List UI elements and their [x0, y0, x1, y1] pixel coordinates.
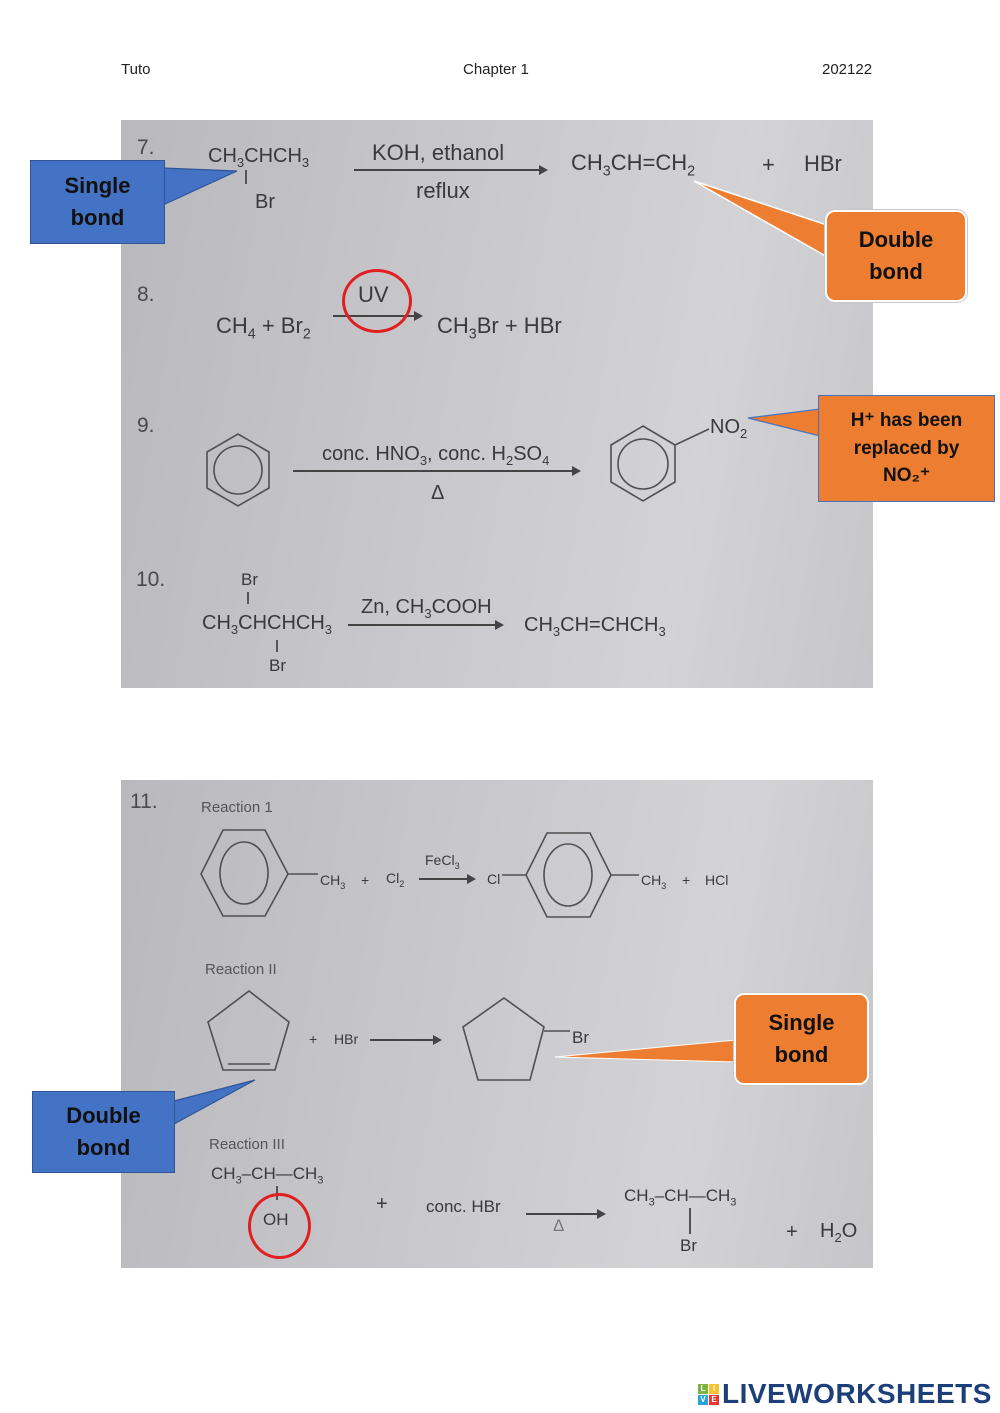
- callout-line: bond: [774, 1042, 829, 1067]
- r2-arrow: [370, 1035, 442, 1045]
- q7-reactant-sub: Br: [255, 191, 275, 213]
- r3-condition: Δ: [553, 1216, 565, 1235]
- question-number-11: 11.: [130, 790, 158, 813]
- reaction-3-label: Reaction III: [209, 1136, 285, 1153]
- reaction-1-label: Reaction 1: [201, 799, 273, 816]
- q9-reagent-bottom: Δ: [431, 482, 445, 504]
- highlight-circle-uv: [342, 269, 412, 333]
- r3-product-br: Br: [680, 1236, 697, 1255]
- callout-line: bond: [70, 205, 125, 230]
- header-right: 202122: [822, 61, 873, 78]
- logo-tile: L: [698, 1383, 708, 1394]
- q10-reactant: CH3CHCHCH3: [202, 612, 333, 637]
- q7-byproduct: HBr: [804, 151, 842, 176]
- logo-tile: E: [709, 1394, 719, 1405]
- r1-plus-1: +: [361, 872, 370, 888]
- highlight-circle-oh: [248, 1193, 311, 1259]
- callout-line: Single: [768, 1010, 835, 1036]
- r1-product-ch3: CH3: [641, 872, 667, 891]
- r3-plus: +: [376, 1193, 388, 1215]
- r3-product: CH3–CH—CH3: [624, 1186, 737, 1209]
- reaction-2-label: Reaction II: [205, 961, 277, 978]
- liveworksheets-logo[interactable]: L I V E LIVEWORKSHEETS: [698, 1378, 992, 1410]
- q10-bond-bottom: [276, 640, 278, 652]
- r2-reagent: HBr: [334, 1031, 359, 1047]
- q7-bond-line: [245, 170, 247, 184]
- logo-tiles-icon: L I V E: [698, 1383, 719, 1405]
- callout-line: H⁺ has been: [850, 410, 963, 432]
- question-number-9: 9.: [137, 414, 155, 437]
- reaction-photo-1: [121, 120, 873, 688]
- q7-reactant: CH3CHCH3: [208, 145, 310, 170]
- r3-reactant: CH3–CH—CH3: [211, 1164, 324, 1187]
- r1-arrow: [419, 874, 476, 884]
- q7-reagent-bottom: reflux: [416, 178, 470, 203]
- q10-reagent: Zn, CH3COOH: [361, 596, 492, 621]
- callout-nitration-q9: H⁺ has been replaced by NO₂⁺: [818, 395, 995, 502]
- callout-line: bond: [869, 259, 923, 284]
- r2-plus: +: [309, 1031, 318, 1047]
- r3-bond-br: [689, 1208, 691, 1234]
- q9-substituent: NO2: [710, 416, 748, 441]
- q7-product: CH3CH=CH2: [571, 150, 696, 180]
- r1-plus-2: +: [682, 872, 691, 888]
- callout-double-bond-r2: Double bond: [32, 1091, 175, 1173]
- q10-arrow: [348, 620, 504, 630]
- logo-tile: I: [709, 1383, 719, 1394]
- header-center: Chapter 1: [463, 61, 529, 78]
- q10-reactant-bottom: Br: [269, 656, 286, 675]
- r1-byproduct: HCl: [705, 872, 729, 888]
- r3-reagent: conc. HBr: [426, 1197, 501, 1216]
- callout-line: NO₂⁺: [883, 465, 930, 487]
- r1-reagent: Cl2: [386, 870, 405, 889]
- question-number-10: 10.: [136, 568, 166, 591]
- r2-product-br: Br: [572, 1028, 589, 1047]
- callout-line: Double: [858, 227, 934, 253]
- q7-arrow: [354, 165, 548, 175]
- callout-double-bond-q7: Double bond: [825, 210, 967, 302]
- r1-toluene-ch3: CH3: [320, 872, 346, 891]
- q10-reactant-top: Br: [241, 570, 258, 589]
- q9-arrow: [293, 466, 581, 476]
- q9-reagent-top: conc. HNO3, conc. H2SO4: [322, 443, 550, 468]
- q7-plus: +: [762, 152, 775, 177]
- q8-products: CH3Br + HBr: [437, 313, 562, 343]
- header-left: Tuto: [121, 61, 151, 78]
- callout-line: replaced by: [853, 437, 960, 459]
- question-number-8: 8.: [137, 283, 155, 306]
- question-number-7: 7.: [137, 136, 155, 159]
- q8-reactants: CH4 + Br2: [216, 313, 311, 343]
- r1-catalyst: FeCl3: [425, 852, 460, 871]
- callout-line: Double: [66, 1103, 141, 1129]
- logo-text: LIVEWORKSHEETS: [722, 1378, 992, 1409]
- q7-reagent-top: KOH, ethanol: [372, 140, 505, 165]
- callout-single-bond-q7: Single bond: [30, 160, 165, 244]
- r3-byproduct: H2O: [820, 1220, 858, 1245]
- callout-single-bond-r2: Single bond: [734, 993, 869, 1085]
- r3-plus-2: +: [786, 1221, 798, 1243]
- callout-line: bond: [76, 1135, 131, 1160]
- q10-product: CH3CH=CHCH3: [524, 614, 666, 639]
- q10-bond-top: [247, 592, 249, 604]
- logo-tile: V: [698, 1394, 708, 1405]
- r3-arrow: [526, 1209, 606, 1219]
- r1-product-cl: Cl: [487, 871, 501, 887]
- callout-line: Single: [64, 173, 131, 199]
